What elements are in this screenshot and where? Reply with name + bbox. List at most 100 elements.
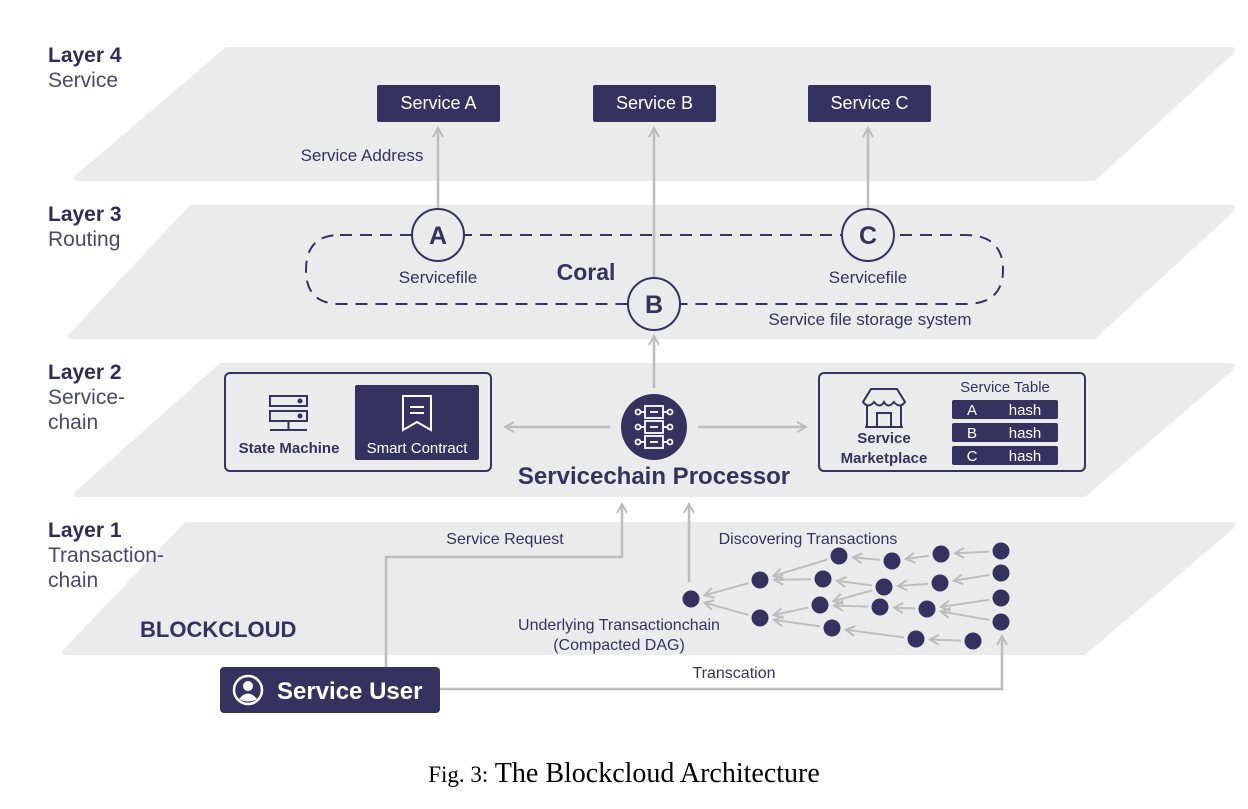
dag-node (871, 598, 889, 616)
service-b-label: Service B (616, 93, 693, 113)
dag-edge (774, 579, 812, 580)
layer2-number: Layer 2 (48, 361, 122, 384)
dag-node (992, 564, 1010, 582)
dag-node (751, 571, 769, 589)
state-contract-box (224, 372, 492, 472)
dag-edge (898, 584, 929, 586)
dag-edge (955, 552, 990, 554)
node-b[interactable]: B (627, 277, 681, 331)
dag-node (814, 570, 832, 588)
layer1-name-line1: Transaction- (48, 544, 164, 567)
dag-node (992, 542, 1010, 560)
service-address-label: Service Address (301, 146, 424, 165)
layer3-name: Routing (48, 228, 121, 251)
dag-node (918, 600, 936, 618)
dag-node (883, 552, 901, 570)
dag-edge (906, 556, 930, 559)
node-b-label: B (645, 291, 663, 319)
service-a-box[interactable]: Service A (377, 85, 500, 122)
dag-edge (774, 606, 809, 615)
state-machine-label: State Machine (239, 440, 340, 457)
server-icon (269, 395, 308, 431)
caption-title: The Blockcloud Architecture (494, 758, 820, 789)
dag-edge (941, 598, 990, 607)
underlying-label-line1: Underlying Transactionchain (518, 617, 720, 634)
service-table-title: Service Table (960, 379, 1050, 396)
dag-node (823, 619, 841, 637)
coral-dashed-loop (304, 234, 1005, 305)
service-table-key: C (967, 448, 978, 465)
dag-node (907, 630, 925, 648)
dag-edge (833, 589, 873, 601)
servicechain-processor-label: Servicechain Processor (518, 463, 790, 490)
layer1-number: Layer 1 (48, 519, 122, 542)
dag-edge (846, 630, 905, 639)
dag-nodes (682, 542, 1010, 650)
service-table-key: A (967, 402, 977, 419)
marketplace-box (818, 372, 1086, 472)
dag-edge (941, 611, 990, 621)
layer4-number: Layer 4 (48, 44, 122, 67)
contract-ribbon-icon (402, 395, 432, 432)
layer2-label: Layer 2 Service- chain (48, 360, 125, 435)
discovering-transactions-label: Discovering Transactions (719, 531, 898, 548)
dag-node (932, 545, 950, 563)
plane-layer3 (67, 205, 1235, 339)
service-c-label: Service C (830, 93, 908, 113)
storage-system-label: Service file storage system (768, 310, 971, 329)
transaction-label: Transcation (693, 665, 776, 682)
node-c[interactable]: C (841, 208, 895, 262)
layer2-name-line1: Service- (48, 386, 126, 409)
dag-edge (837, 581, 873, 586)
service-request-label: Service Request (446, 531, 564, 548)
layer2-name-line2: chain (48, 411, 99, 434)
service-user-button[interactable]: Service User (220, 667, 440, 713)
layer4-label: Layer 4 Service (48, 43, 122, 93)
dag-node (830, 547, 848, 565)
dag-edge (954, 575, 990, 581)
underlying-label-line2: (Compacted DAG) (553, 637, 685, 654)
layer3-number: Layer 3 (48, 203, 122, 226)
layer1-label: Layer 1 Transaction- chain (48, 518, 164, 593)
figure-caption: Fig. 3: The Blockcloud Architecture (0, 758, 1248, 790)
servicefile-a-label: Servicefile (399, 268, 477, 287)
processor-icon (634, 405, 674, 449)
dag-edge (773, 558, 828, 575)
user-icon (232, 674, 264, 706)
servicechain-processor[interactable] (621, 394, 687, 460)
dag-node (811, 596, 829, 614)
blockcloud-brand: BLOCKCLOUD (140, 617, 296, 642)
dag-edge (774, 620, 821, 628)
dag-edges (704, 552, 990, 641)
dag-edge (704, 603, 749, 616)
dag-node (931, 574, 949, 592)
dag-edge (704, 582, 749, 595)
layer1-name-line2: chain (48, 569, 99, 592)
smart-contract-label: Smart Contract (367, 440, 469, 457)
service-table-hash: hash (1009, 448, 1042, 465)
marketplace-label-line2: Marketplace (841, 450, 928, 467)
node-a[interactable]: A (411, 208, 465, 262)
marketplace-label-line1: Service (857, 430, 910, 447)
dag-edge (834, 605, 869, 606)
smart-contract-card[interactable]: Smart Contract (355, 385, 479, 460)
node-a-label: A (429, 222, 447, 250)
layer3-label: Layer 3 Routing (48, 202, 122, 252)
service-b-box[interactable]: Service B (593, 85, 716, 122)
caption-prefix: Fig. 3: (428, 762, 489, 787)
dag-node (992, 589, 1010, 607)
service-table-hash: hash (1009, 402, 1042, 419)
dag-edge (853, 557, 881, 560)
servicefile-c-label: Servicefile (829, 268, 907, 287)
service-c-box[interactable]: Service C (808, 85, 931, 122)
service-table-key: B (967, 425, 977, 442)
service-request-arrow (384, 504, 622, 668)
dag-node (964, 632, 982, 650)
dag-node (992, 613, 1010, 631)
storefront-icon (861, 388, 907, 428)
